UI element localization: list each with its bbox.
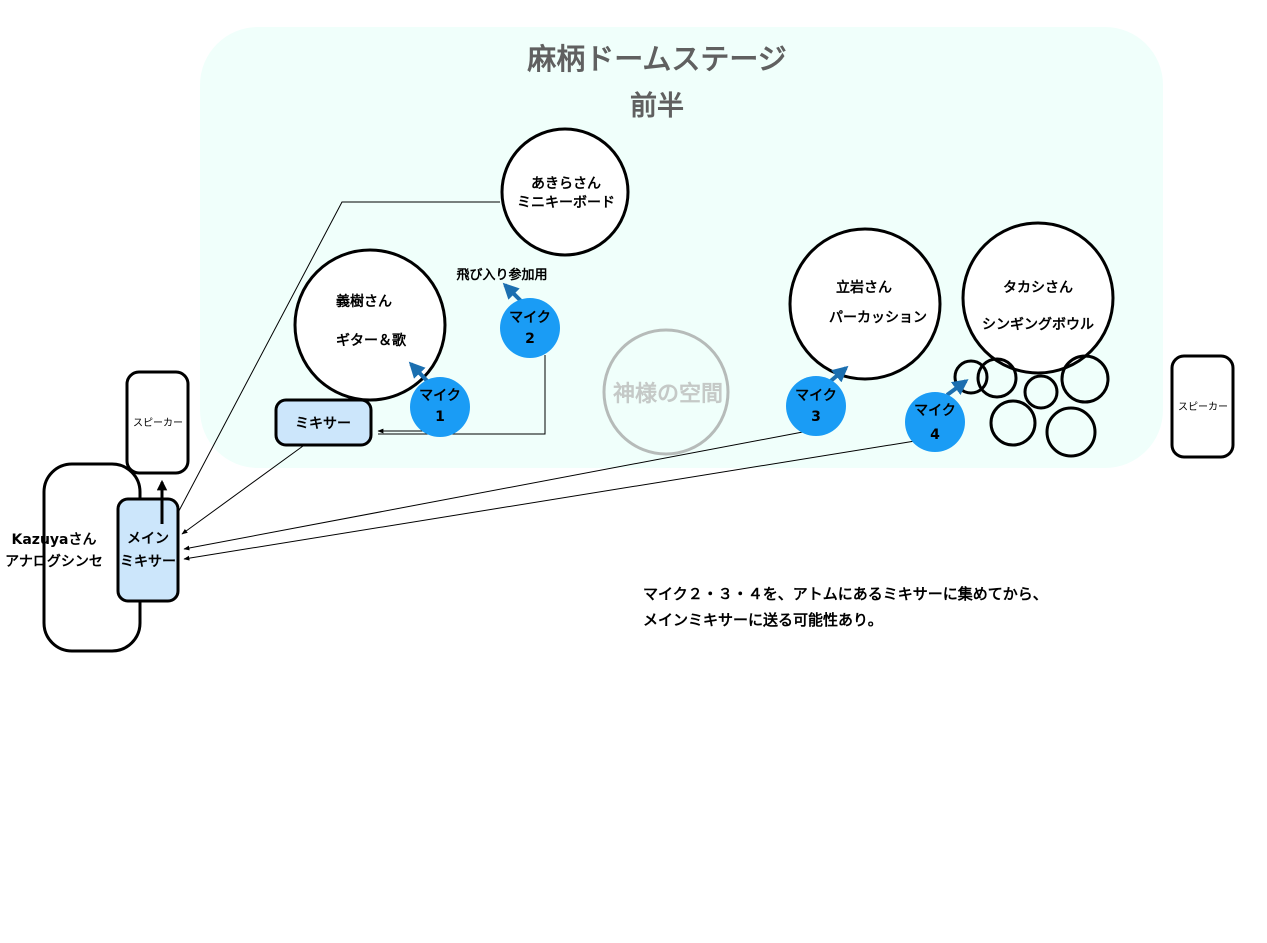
stage-title: 麻柄ドームステージ: [527, 42, 787, 76]
mic-2-number: 2: [525, 331, 535, 347]
speaker-left-box: [125, 370, 190, 475]
main-mixer-box: [116, 497, 180, 603]
performer-takashi-circle: [961, 221, 1115, 375]
performer-takashi-name: タカシさん: [1003, 280, 1073, 296]
cable-mic4: [183, 440, 916, 561]
performer-tateiwa-name: 立岩さん: [836, 279, 892, 296]
speaker-right-label: スピーカー: [1178, 401, 1228, 413]
cables: [171, 201, 916, 561]
mic-4-label: マイク: [914, 403, 956, 419]
performer-tateiwa-circle: [788, 227, 942, 381]
singing-bowl: [976, 357, 1018, 399]
performer-yoshiki-name: 義樹さん: [336, 293, 392, 310]
sacred-space-label: 神様の空間: [613, 381, 723, 407]
mic4-arrow: [945, 379, 969, 397]
kazuya-instrument: アナログシンセ: [5, 553, 103, 570]
mic-4: マイク 4: [905, 392, 965, 452]
mic-1: マイク 1: [410, 377, 470, 437]
mic-2-circle: [500, 298, 560, 358]
singing-bowl: [1023, 374, 1059, 410]
cable-submixer: [181, 445, 304, 535]
performer-takashi-instrument: シンギングボウル: [982, 316, 1094, 333]
mic-1-label: マイク: [419, 388, 461, 404]
mic-4-circle: [905, 392, 965, 452]
cable-mic3: [183, 430, 809, 551]
mic-3-circle: [786, 376, 846, 436]
mic2-arrow: [502, 282, 524, 304]
singing-bowl: [1045, 406, 1097, 458]
mic-3-number: 3: [811, 409, 821, 425]
main-mixer-label-line2: ミキサー: [120, 554, 176, 570]
mic-2: マイク 2: [500, 298, 560, 358]
sub-mixer-label: ミキサー: [295, 416, 351, 432]
cable-keyboard: [171, 201, 500, 525]
performer-akira-circle: [500, 127, 630, 257]
mic-1-number: 1: [435, 409, 445, 425]
mic-3-label: マイク: [795, 388, 837, 404]
speaker-left-label: スピーカー: [133, 417, 183, 429]
performer-yoshiki-instrument: ギター＆歌: [336, 332, 407, 349]
mic-1-circle: [410, 377, 470, 437]
note-line1: マイク２・３・４を、アトムにあるミキサーに集めてから、: [643, 585, 1048, 603]
performer-yoshiki-circle: [293, 248, 447, 402]
kazuya-name: Kazuyaさん: [12, 532, 97, 548]
speaker-right-box: [1170, 354, 1235, 459]
performer-akira-name: あきらさん: [531, 176, 601, 192]
stage-subtitle: 前半: [630, 90, 684, 122]
mic-2-label: マイク: [509, 310, 551, 326]
singing-bowls: [953, 354, 1110, 458]
note-line2: メインミキサーに送る可能性あり。: [643, 611, 883, 629]
singing-bowl: [1060, 354, 1110, 404]
mic-3: マイク 3: [786, 376, 846, 436]
singing-bowl: [989, 399, 1037, 447]
singing-bowl: [953, 359, 989, 395]
drop-in-label: 飛び入り参加用: [455, 267, 547, 283]
main-mixer-label-line1: メイン: [127, 531, 169, 547]
performer-tateiwa-instrument: パーカッション: [829, 310, 927, 326]
sacred-space-circle: [602, 328, 730, 456]
performer-akira-instrument: ミニキーボード: [517, 195, 615, 211]
mic-4-number: 4: [930, 427, 940, 443]
sub-mixer-box: [274, 398, 373, 447]
stage-area: [200, 27, 1163, 468]
